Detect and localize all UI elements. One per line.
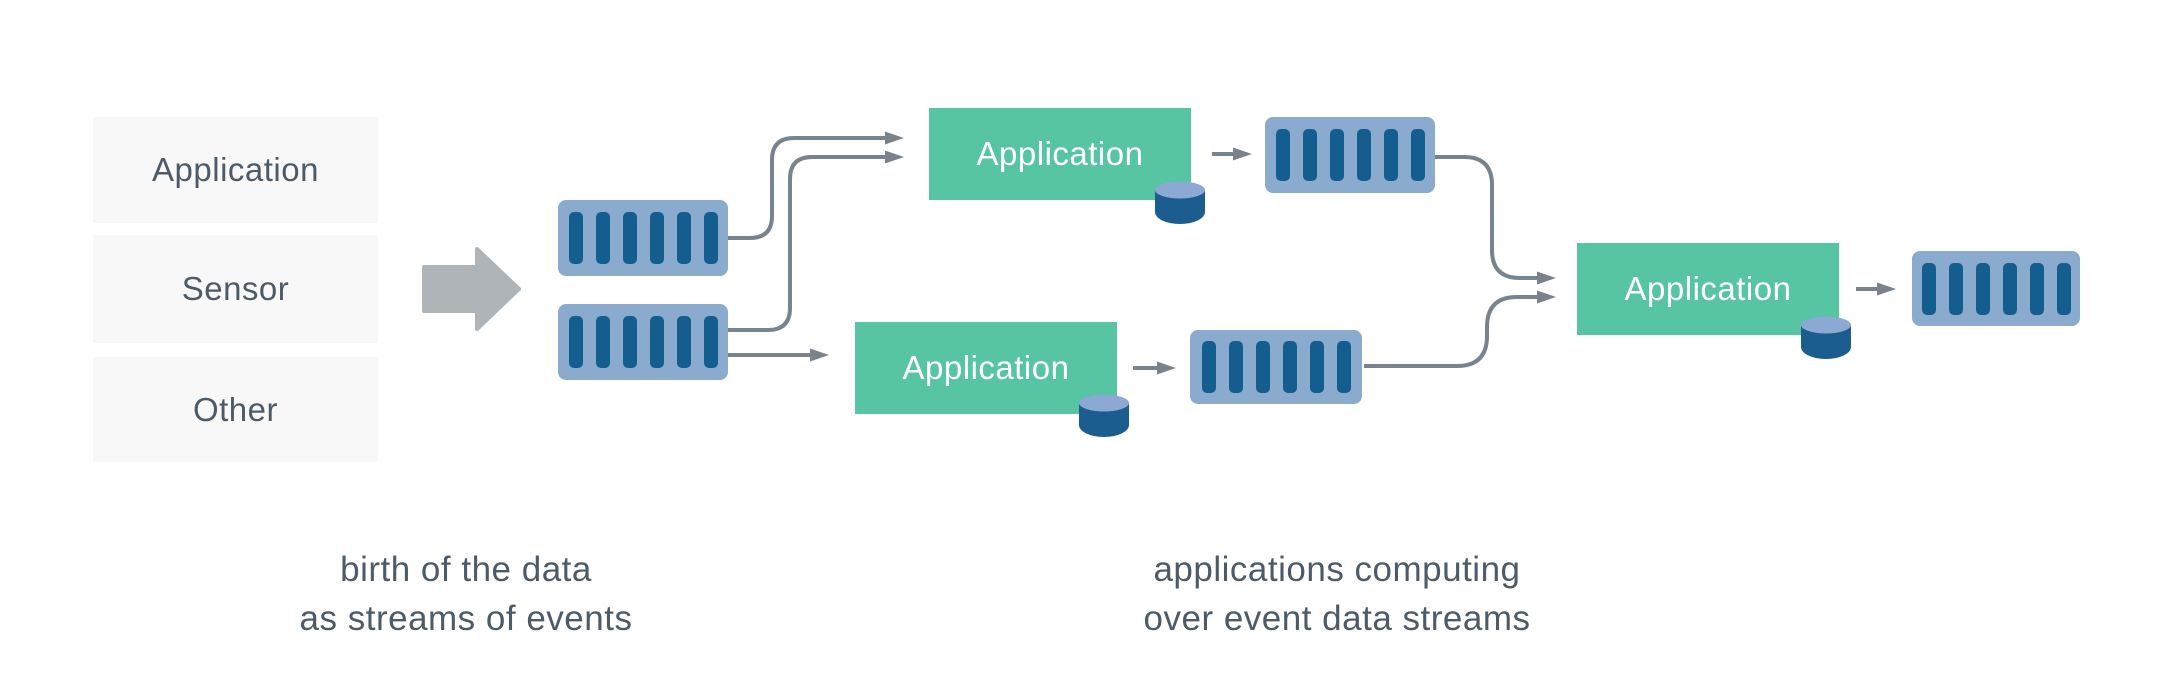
caption-birth-of-data: birth of the data as streams of events [256,545,676,643]
database-icon [1079,394,1129,437]
stream-segment-bar [703,316,718,368]
source-box-application: Application [93,117,378,223]
stream-segment-bar [1329,129,1344,181]
application-box-3: Application [1577,243,1839,335]
arrow-stream3-to-app3 [1435,155,1556,285]
stream-icon [558,304,728,380]
stream-segment-bar [676,212,691,264]
stream-icon [1912,251,2080,326]
source-box-other: Other [93,357,378,462]
stream-segment-bar [2056,262,2071,315]
stream-segment-bar [649,316,664,368]
stream-segment-bar [595,316,610,368]
source-label: Other [192,390,279,428]
caption-line: applications computing [1153,550,1521,589]
stream-segment-bar [1921,262,1936,315]
stream-segment-bar [1201,341,1216,393]
stream-icon [1190,330,1362,404]
stream-icon [1265,117,1435,193]
arrow-stream1-to-app1 [728,131,904,240]
caption-line: birth of the data [340,550,592,589]
stream-segment-bar [1975,262,1990,315]
caption-line: over event data streams [1143,599,1531,638]
stream-segment-bar [1309,341,1324,393]
source-label: Application [152,151,319,188]
stream-segment-bar [1383,129,1398,181]
stream-segment-bar [649,212,664,264]
source-label: Sensor [181,270,290,307]
stream-segment-bar [622,212,637,264]
stream-segment-bar [1255,341,1270,393]
stream-segment-bar [1336,341,1351,393]
stream-segment-bar [2002,262,2017,315]
caption-line: as streams of events [299,599,633,638]
caption-applications-computing: applications computing over event data s… [1127,545,1547,643]
stream-segment-bar [568,316,583,368]
stream-segment-bar [1356,129,1371,181]
stream-segment-bar [703,212,718,264]
database-icon [1801,316,1851,359]
application-box-2: Application [855,322,1117,414]
stream-segment-bar [676,316,691,368]
application-box-1: Application [929,108,1191,200]
stream-segment-bar [595,212,610,264]
stream-segment-bar [1302,129,1317,181]
application-label: Application [976,135,1144,172]
application-label: Application [1624,270,1792,307]
stream-segment-bar [1282,341,1297,393]
stream-segment-bar [1410,129,1425,181]
application-label: Application [902,349,1070,386]
stream-segment-bar [1275,129,1290,181]
block-arrow-icon [422,247,521,331]
arrow-stream4-to-app3 [1364,290,1556,368]
arrow-stream2-to-app1 [728,150,904,332]
database-icon [1155,181,1205,224]
stream-segment-bar [1228,341,1243,393]
stream-segment-bar [622,316,637,368]
stream-segment-bar [2029,262,2044,315]
stream-segment-bar [1948,262,1963,315]
source-box-sensor: Sensor [93,235,378,343]
stream-segment-bar [568,212,583,264]
stream-icon [558,200,728,276]
